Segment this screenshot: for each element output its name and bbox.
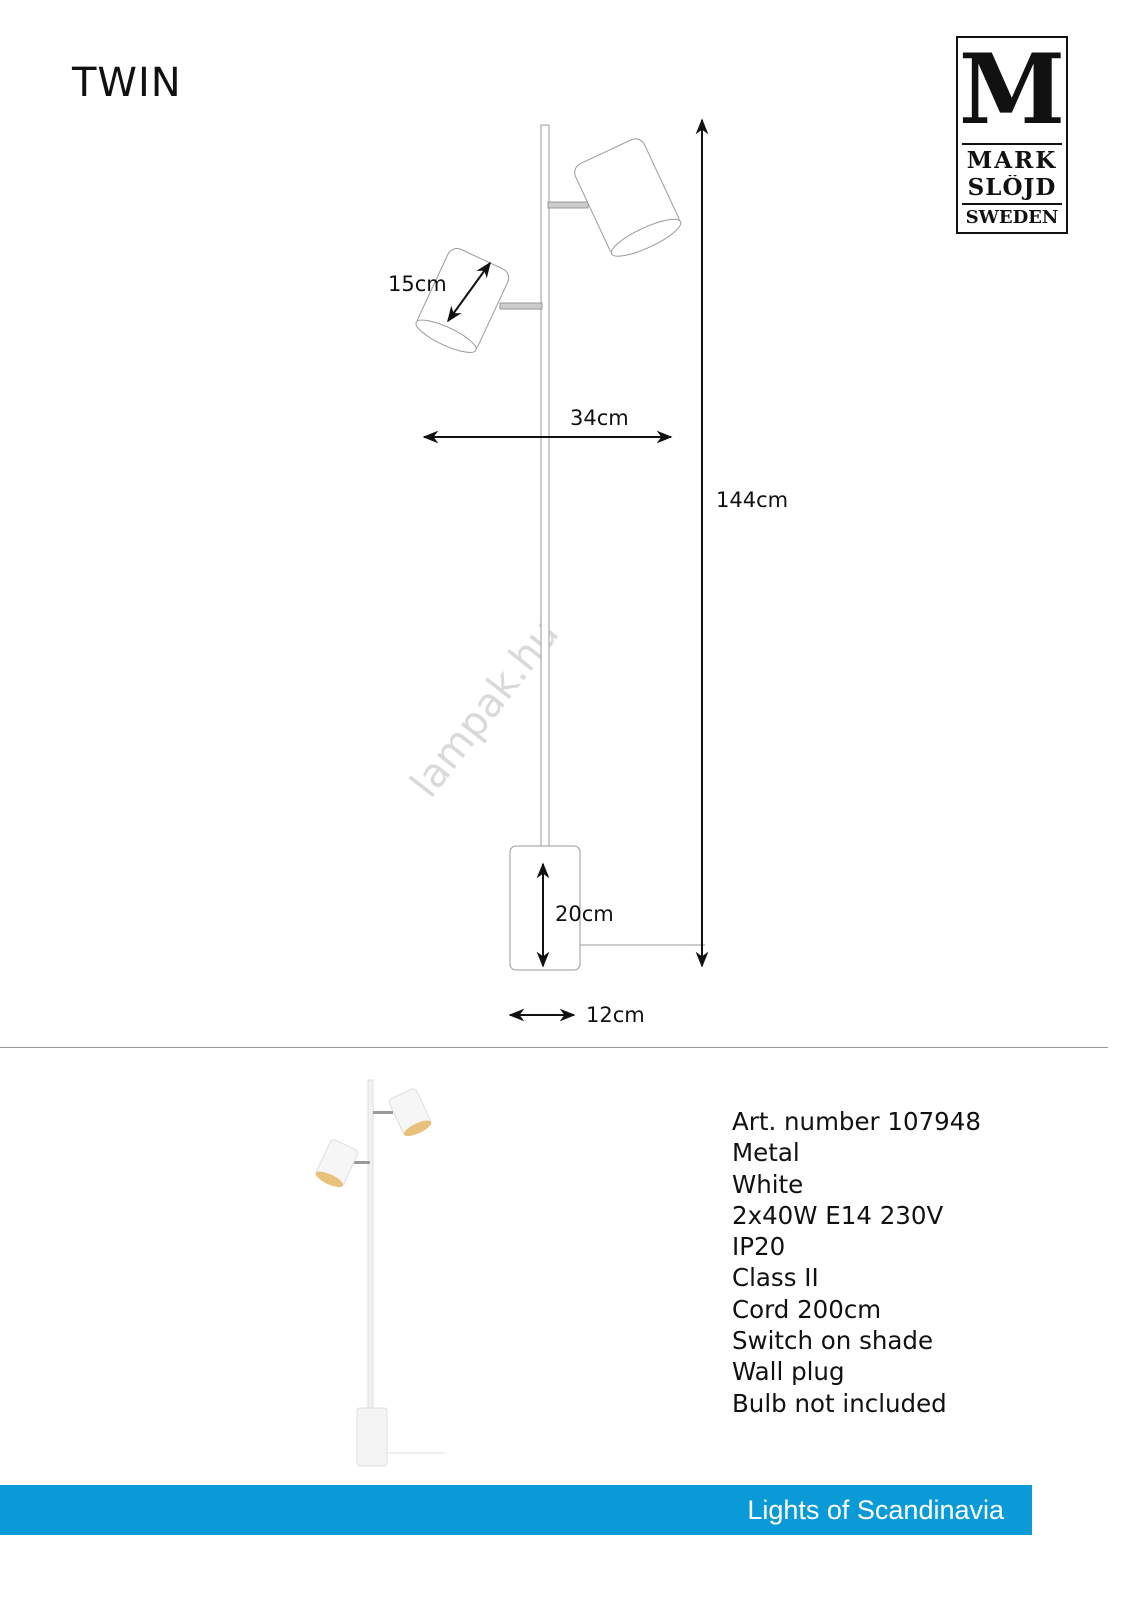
width-dimension: 34cm — [570, 406, 629, 430]
product-title: TWIN — [72, 60, 182, 106]
brand-logo: M MARK SLÖJD SWEDEN — [956, 36, 1068, 234]
base-height-dimension: 20cm — [555, 902, 614, 926]
footer-bar: Lights of Scandinavia — [0, 1485, 1032, 1535]
lamp-outline — [415, 124, 705, 971]
spec-material: Metal — [732, 1138, 800, 1168]
spec-switch: Switch on shade — [732, 1326, 934, 1356]
product-photo — [315, 1079, 445, 1467]
logo-line-sweden: SWEDEN — [965, 207, 1059, 228]
logo-rule — [962, 143, 1062, 145]
shade-arrow — [447, 261, 491, 323]
logo-letter: M — [958, 40, 1066, 140]
spec-art-number: Art. number 107948 — [732, 1107, 981, 1136]
spec-plug: Wall plug — [732, 1357, 845, 1387]
spec-color: White — [732, 1169, 804, 1199]
spec-power: 2x40W E14 230V — [732, 1200, 944, 1230]
logo-rule — [962, 203, 1062, 205]
spec-list: Art. number 107948 Metal White 2x40W E14… — [732, 1106, 981, 1419]
spec-bulb: Bulb not included — [732, 1388, 947, 1418]
lamp-dimension-drawing — [415, 118, 709, 1022]
height-dimension: 144cm — [716, 488, 789, 512]
spec-cord: Cord 200cm — [732, 1294, 882, 1324]
section-divider — [0, 1047, 1108, 1048]
logo-line-slojd: SLÖJD — [967, 175, 1057, 201]
base-width-dimension: 12cm — [586, 1003, 645, 1027]
logo-line-mark: MARK — [966, 148, 1058, 174]
spec-class: Class II — [732, 1263, 819, 1293]
shade-dimension: 15cm — [388, 272, 447, 296]
footer-tagline: Lights of Scandinavia — [747, 1495, 1004, 1525]
spec-ip: IP20 — [732, 1232, 786, 1262]
